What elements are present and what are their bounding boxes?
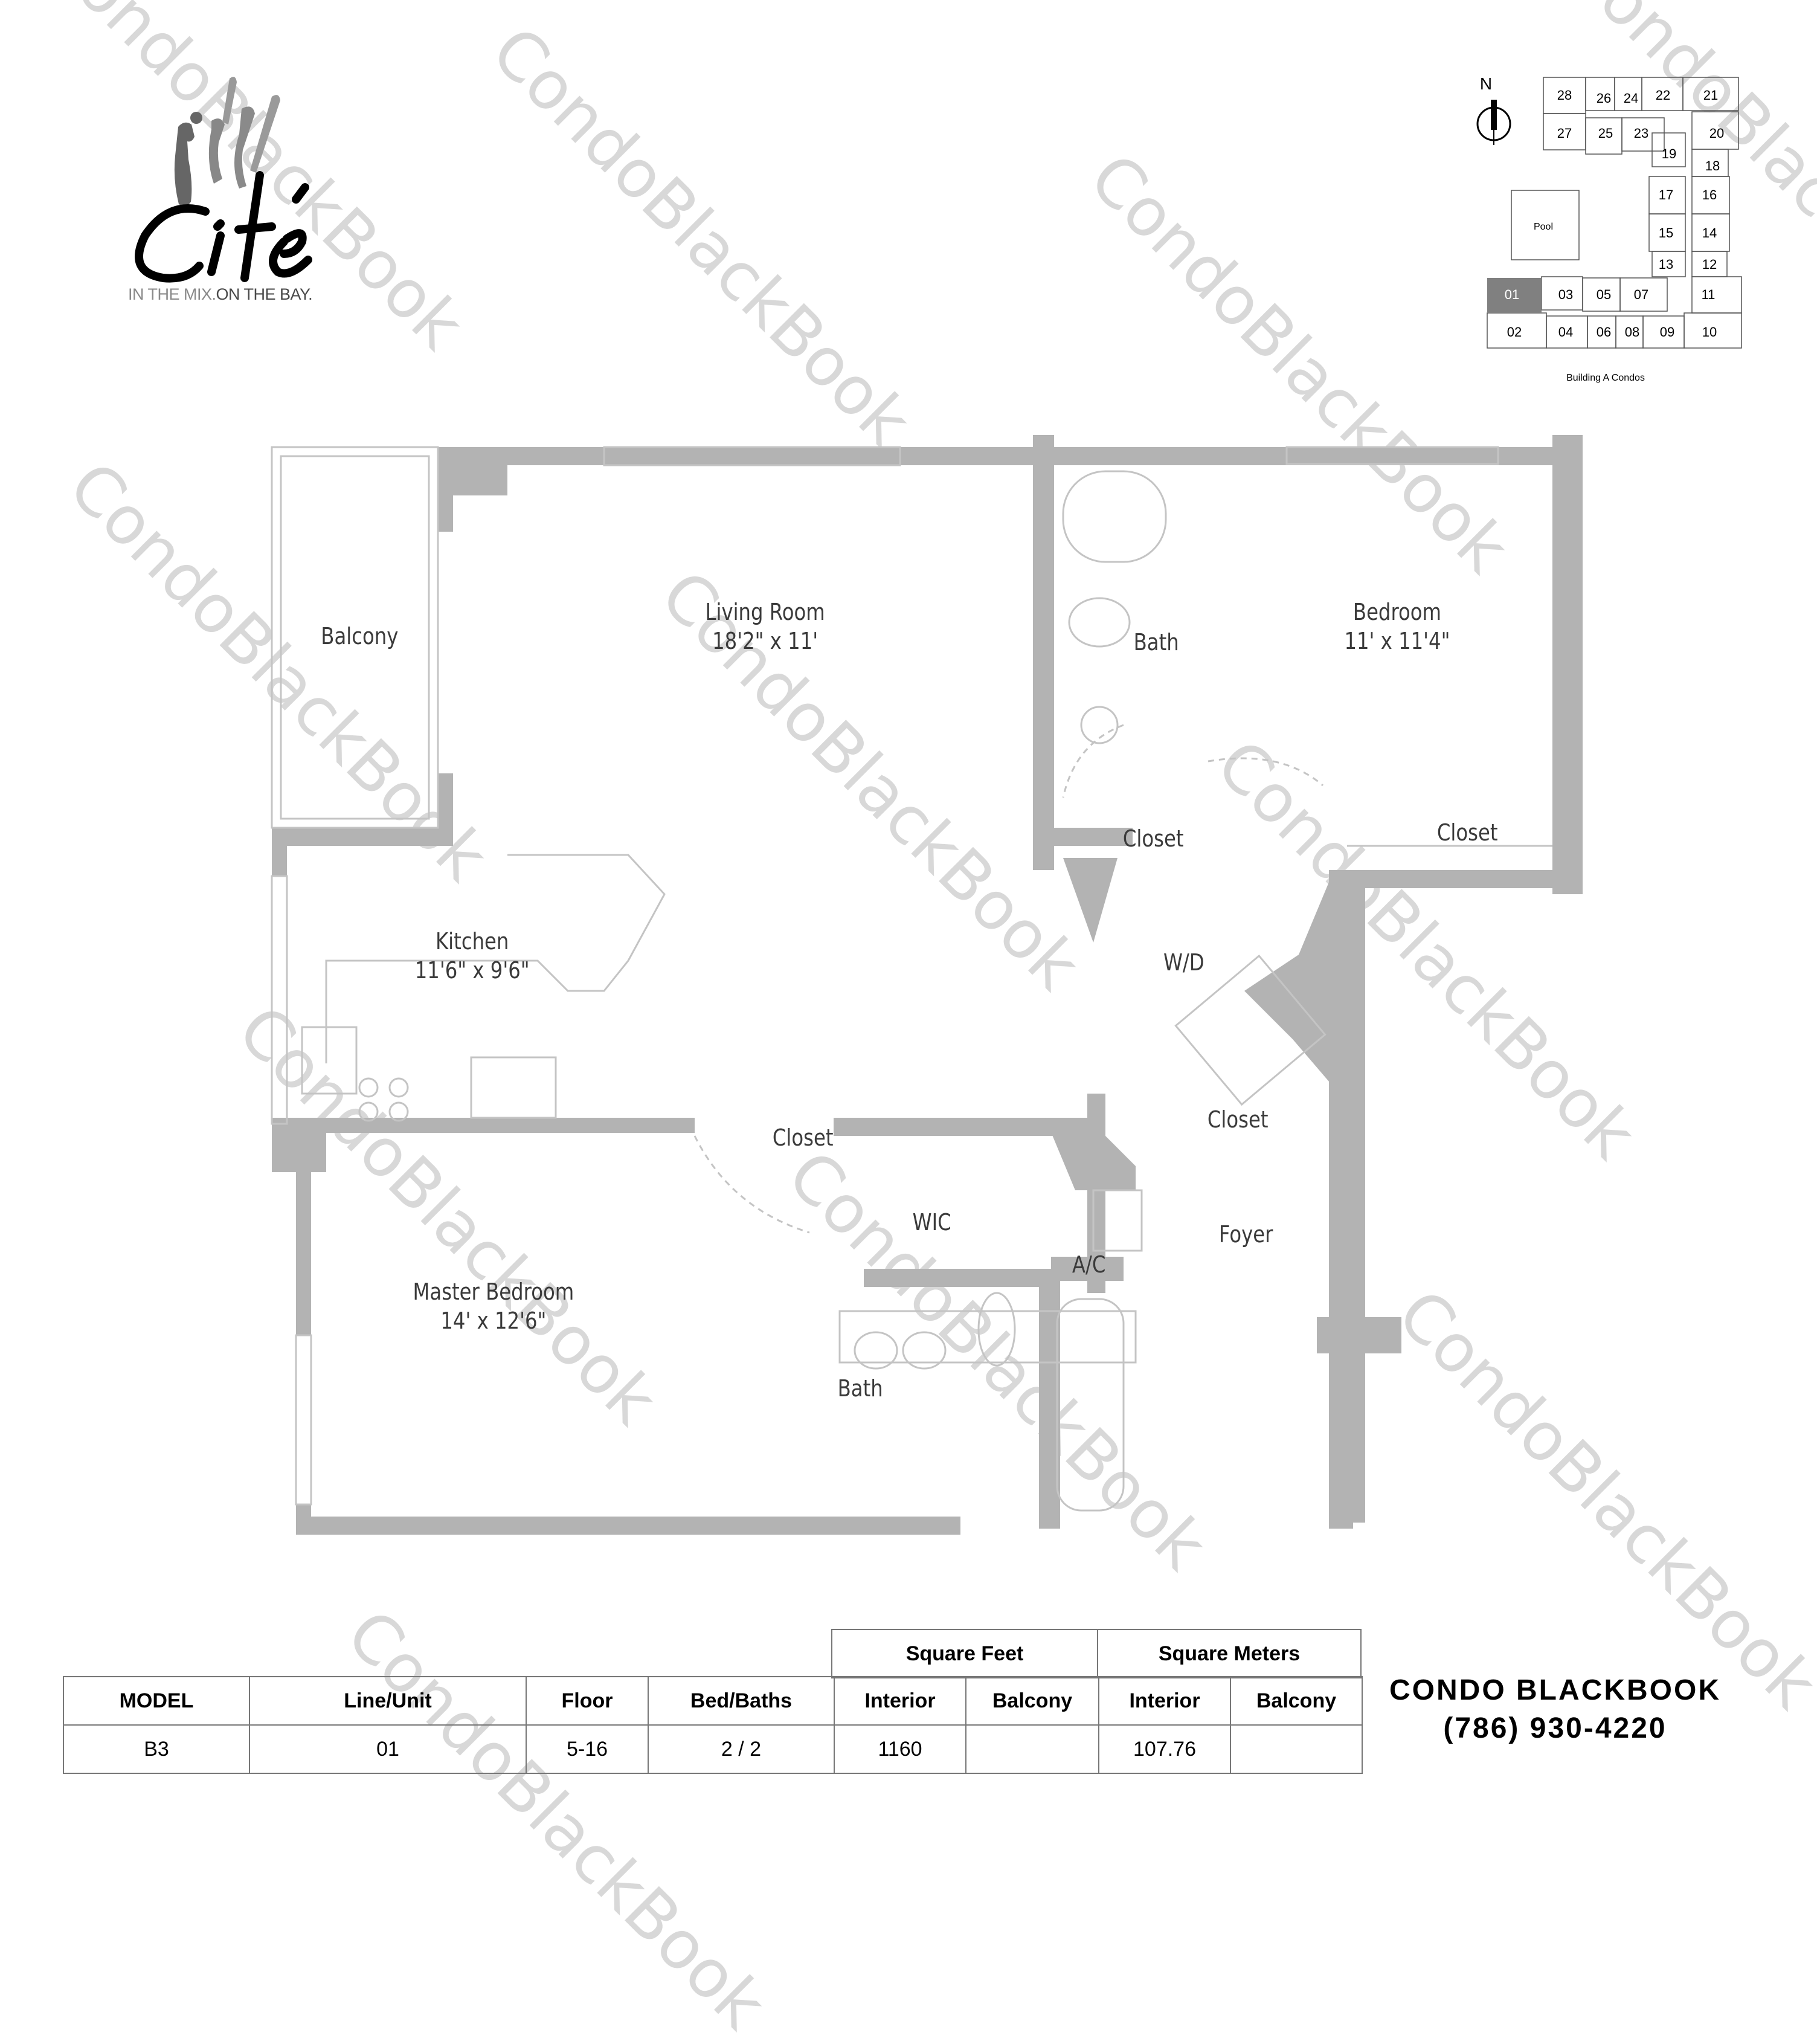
header-square-meters: Square Meters [1097, 1629, 1362, 1678]
svg-text:25: 25 [1598, 126, 1613, 141]
svg-text:21: 21 [1703, 88, 1718, 103]
cell-line-unit: 01 [249, 1724, 527, 1774]
svg-text:15: 15 [1659, 225, 1673, 240]
svg-text:05: 05 [1597, 287, 1611, 302]
svg-text:07: 07 [1634, 287, 1648, 302]
header-bed-baths: Bed/Baths [648, 1676, 835, 1726]
room-closet-hall: Closet [1122, 825, 1184, 852]
svg-text:N: N [1480, 74, 1492, 93]
room-closet-foyer: Closet [1207, 1106, 1269, 1133]
figures-icon [174, 77, 280, 208]
room-bath-2: Bath [1133, 629, 1179, 656]
area-group-header: Square Feet Square Meters [831, 1629, 1362, 1678]
svg-text:18: 18 [1705, 158, 1720, 173]
svg-text:09: 09 [1660, 324, 1674, 340]
cell-sqft-interior: 1160 [834, 1724, 966, 1774]
brand-phone[interactable]: (786) 930-4220 [1443, 1712, 1667, 1744]
cell-bed-baths: 2 / 2 [648, 1724, 835, 1774]
unit-info-table: MODEL Line/Unit Floor Bed/Baths Interior… [63, 1676, 1363, 1774]
header-line-unit: Line/Unit [249, 1676, 527, 1726]
condo-blackbook-brand: CONDO BLACKBOOK (786) 930-4220 [1389, 1674, 1721, 1745]
watermark: CondoBlackBook [332, 1595, 781, 2044]
svg-text:14: 14 [1702, 225, 1717, 240]
svg-text:12: 12 [1702, 257, 1717, 272]
svg-text:03: 03 [1558, 287, 1573, 302]
svg-text:23: 23 [1634, 126, 1648, 141]
room-bath-master: Bath [837, 1375, 883, 1402]
header-sqft-balcony: Balcony [965, 1676, 1099, 1726]
room-foyer: Foyer [1218, 1221, 1273, 1248]
cite-wordmark [135, 171, 312, 283]
svg-text:17: 17 [1659, 187, 1673, 202]
svg-text:10: 10 [1702, 324, 1717, 340]
north-compass-icon: N [1476, 74, 1511, 145]
svg-text:27: 27 [1557, 126, 1572, 141]
svg-text:26: 26 [1597, 91, 1611, 106]
room-closet-bedroom: Closet [1436, 819, 1498, 846]
watermark: CondoBlackBook [477, 12, 926, 461]
svg-text:24: 24 [1624, 91, 1638, 106]
header-square-feet: Square Feet [831, 1629, 1098, 1678]
svg-text:04: 04 [1558, 324, 1573, 340]
table-row: B3 01 5-16 2 / 2 1160 107.76 [63, 1724, 1363, 1774]
svg-text:08: 08 [1625, 324, 1639, 340]
cell-model: B3 [63, 1724, 250, 1774]
svg-text:02: 02 [1507, 324, 1522, 340]
key-plan: N 28 26 24 22 21 27 25 23 20 19 18 17 16 15 14 13 1… [1476, 74, 1742, 383]
svg-text:28: 28 [1557, 88, 1572, 103]
header-floor: Floor [526, 1676, 649, 1726]
brand-name: CONDO BLACKBOOK [1389, 1674, 1721, 1706]
header-sqft-interior: Interior [834, 1676, 966, 1726]
svg-text:01: 01 [1505, 287, 1519, 302]
key-plan-caption: Building A Condos [1566, 373, 1645, 383]
room-wic: WIC [912, 1209, 951, 1236]
cell-sqm-balcony [1230, 1724, 1363, 1774]
svg-text:22: 22 [1656, 88, 1670, 103]
room-balcony: Balcony [321, 623, 399, 650]
svg-text:16: 16 [1702, 187, 1717, 202]
header-sqm-interior: Interior [1098, 1676, 1231, 1726]
svg-text:06: 06 [1597, 324, 1611, 340]
logo-tagline: IN THE MIX.ON THE BAY. [128, 285, 313, 303]
room-closet-master: Closet [772, 1124, 834, 1151]
header-model: MODEL [63, 1676, 250, 1726]
cell-sqft-balcony [965, 1724, 1099, 1774]
svg-text:13: 13 [1659, 257, 1673, 272]
cell-floor: 5-16 [526, 1724, 649, 1774]
pool-label: Pool [1534, 222, 1553, 232]
svg-text:11: 11 [1702, 287, 1716, 302]
header-sqm-balcony: Balcony [1230, 1676, 1363, 1726]
cell-sqm-interior: 107.76 [1098, 1724, 1231, 1774]
table-header-row: MODEL Line/Unit Floor Bed/Baths Interior… [63, 1676, 1363, 1726]
cite-logo [135, 77, 312, 283]
room-wd: W/D [1163, 949, 1204, 976]
svg-text:19: 19 [1662, 146, 1676, 161]
unit-01-highlight [1487, 278, 1542, 313]
room-ac: A/C [1072, 1251, 1106, 1278]
svg-text:20: 20 [1709, 126, 1724, 141]
